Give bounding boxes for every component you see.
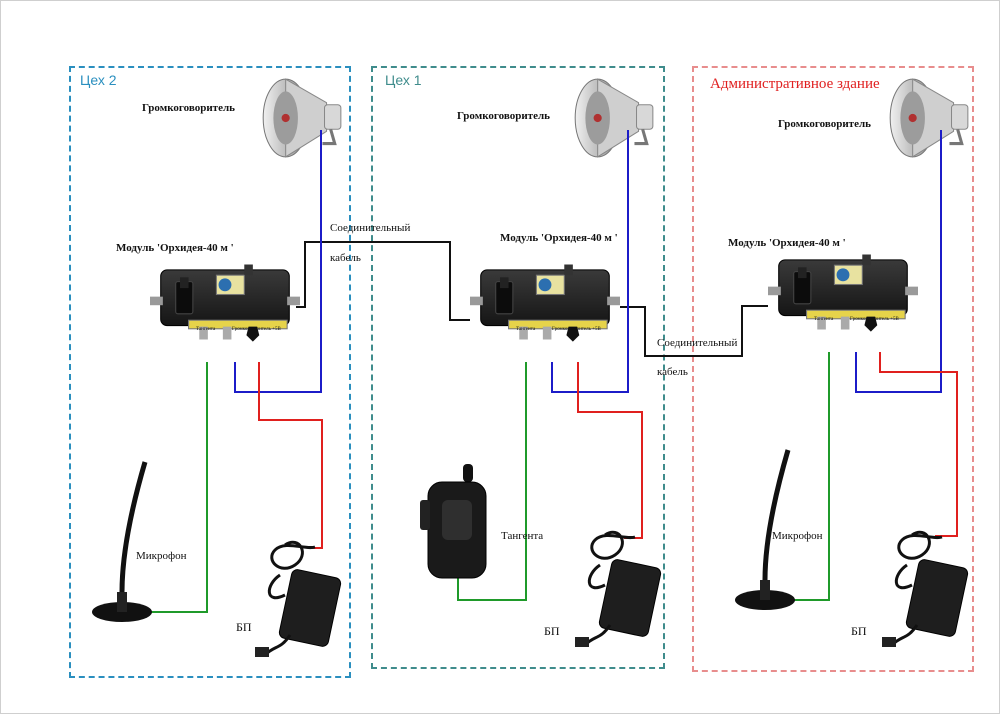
cable-label-1-line2: кабель bbox=[330, 252, 361, 264]
module-panel-right-2: Громкоговоритель +5В bbox=[552, 327, 601, 332]
zone-workshop-1 bbox=[371, 66, 665, 669]
power-supply-2 bbox=[573, 530, 664, 649]
zone-admin-building-label: Административное здание bbox=[710, 76, 880, 92]
handset bbox=[420, 464, 487, 579]
handset-wire bbox=[457, 362, 527, 601]
loudspeaker-2 bbox=[573, 77, 655, 159]
speaker-wire-1 bbox=[234, 130, 322, 393]
microphone-2 bbox=[735, 449, 795, 610]
loudspeaker-label-1: Громкоговоритель bbox=[142, 102, 235, 114]
mic-wire-1 bbox=[150, 362, 208, 613]
loudspeaker-label-2: Громкоговоритель bbox=[457, 110, 550, 122]
speaker-wire-3 bbox=[855, 130, 942, 393]
connecting-cable-2 bbox=[620, 305, 768, 357]
power-supply-label-3: БП bbox=[851, 624, 867, 638]
module-panel-right-1: Громкоговоритель +5В bbox=[232, 327, 281, 332]
zone-admin-building bbox=[692, 66, 974, 672]
microphone-label-2: Микрофон bbox=[772, 530, 823, 542]
module-label-1: Модуль 'Орхидея-40 м ' bbox=[116, 242, 234, 254]
microphone-1 bbox=[92, 461, 152, 622]
power-supply-label-2: БП bbox=[544, 624, 560, 638]
power-supply-3 bbox=[880, 530, 971, 649]
loudspeaker-3 bbox=[888, 77, 970, 159]
loudspeaker-label-3: Громкоговоритель bbox=[778, 118, 871, 130]
module-panel-left-3: Тангента bbox=[814, 317, 834, 322]
module-panel-left-1: Тангента bbox=[196, 327, 216, 332]
power-wire-1 bbox=[258, 362, 323, 549]
zone-workshop-2 bbox=[69, 66, 351, 678]
zone-workshop-1-label: Цех 1 bbox=[385, 72, 422, 88]
power-supply-label-1: БП bbox=[236, 620, 252, 634]
cable-label-2-line2: кабель bbox=[657, 366, 688, 378]
zone-workshop-2-label: Цех 2 bbox=[80, 72, 117, 88]
power-wire-2 bbox=[577, 362, 643, 539]
cable-label-2-line1: Соединительный bbox=[657, 337, 738, 349]
module-label-2: Модуль 'Орхидея-40 м ' bbox=[500, 232, 618, 244]
handset-label: Тангента bbox=[501, 530, 544, 542]
connecting-cable-1 bbox=[296, 241, 470, 321]
power-supply-1 bbox=[253, 540, 344, 659]
power-wire-3 bbox=[879, 352, 958, 537]
speaker-wire-2 bbox=[551, 130, 629, 393]
module-label-3: Модуль 'Орхидея-40 м ' bbox=[728, 237, 846, 249]
mic-wire-2 bbox=[782, 352, 830, 601]
module-panel-left-2: Тангента bbox=[516, 327, 536, 332]
module-panel-right-3: Громкоговоритель +5В bbox=[850, 317, 899, 322]
cable-label-1-line1: Соединительный bbox=[330, 222, 411, 234]
loudspeaker-1 bbox=[261, 77, 343, 159]
microphone-label-1: Микрофон bbox=[136, 550, 187, 562]
